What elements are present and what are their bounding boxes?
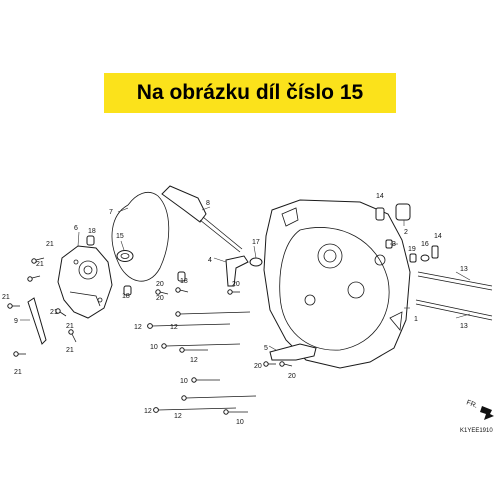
callout-20c: 20 [232,281,240,288]
leader-lines [20,206,471,351]
callout-20e: 20 [288,373,296,380]
arrow-right-icon [480,406,494,420]
callout-10a: 10 [150,344,158,351]
o-ring [111,192,170,282]
bearing-block [395,203,411,221]
callout-10c: 10 [236,419,244,426]
bracket [27,297,47,345]
callout-21b: 21 [36,261,44,268]
callout-7: 7 [109,209,113,216]
pump-cover [57,245,113,319]
callout-3: 3 [392,241,396,248]
callout-2: 2 [404,229,408,236]
callout-21c: 21 [2,294,10,301]
callout-13b: 13 [460,323,468,330]
studs [415,271,493,321]
callout-21a: 21 [46,241,54,248]
dowel-pin-mid [177,271,186,282]
fr-label: FR. [465,399,478,409]
hose-guide [225,255,249,287]
callout-12c: 12 [144,408,152,415]
callout-12a: 12 [134,324,142,331]
callouts: 7 8 15 6 18 21 21 18 21 21 18 9 21 21 21… [2,193,468,426]
small-seal [249,257,263,267]
pin-19 [409,253,417,263]
callout-19: 19 [408,246,416,253]
callout-1: 1 [414,316,418,323]
callout-11b: 12 [174,413,182,420]
bolts [7,257,293,415]
callout-12b: 12 [190,357,198,364]
callout-6: 6 [74,225,78,232]
callout-20d: 20 [254,363,262,370]
diagram-code: K1YEE1910 [460,428,493,434]
callout-13a: 13 [460,266,468,273]
front-arrow: FR. [465,399,494,420]
washer-16 [420,254,430,262]
callout-21d: 21 [50,309,58,316]
title-text: Na obrázku díl číslo 15 [136,81,364,104]
oil-seal [116,250,134,262]
callout-10b: 10 [180,378,188,385]
callout-18b: 18 [180,278,188,285]
callout-14a: 14 [376,193,384,200]
link-plate [269,343,317,361]
dipstick [161,185,243,253]
title-banner: Na obrázku díl číslo 15 [104,73,396,113]
callout-14b: 14 [434,233,442,240]
callout-21e: 21 [66,323,74,330]
callout-21f: 21 [66,347,74,354]
callout-20a: 20 [156,281,164,288]
crankcase-cover [263,199,411,369]
callout-15: 15 [116,233,124,240]
callout-9: 9 [14,318,18,325]
callout-5: 5 [264,345,268,352]
callout-17: 17 [252,239,260,246]
callout-16: 16 [421,241,429,248]
dowel-pin-low [123,285,132,296]
callout-11a: 12 [170,324,178,331]
callout-20b: 20 [156,295,164,302]
callout-21g: 21 [14,369,22,376]
callout-18c: 18 [122,293,130,300]
collar-top [375,207,385,221]
callout-4: 4 [208,257,212,264]
callout-18a: 18 [88,228,96,235]
callout-8: 8 [206,200,210,207]
dowel-pin-left [86,235,95,246]
collar-14b [431,245,439,259]
